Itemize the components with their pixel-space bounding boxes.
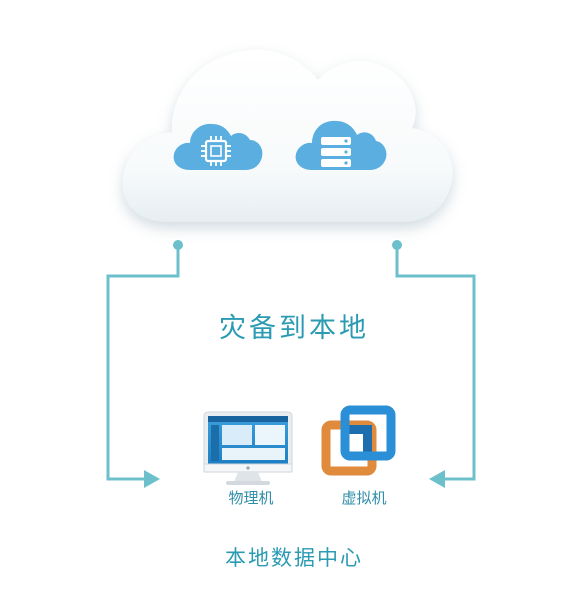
left-arrowhead-icon bbox=[144, 470, 160, 488]
server-stack-icon bbox=[295, 120, 387, 170]
desktop-monitor-icon bbox=[203, 411, 293, 485]
cloud bbox=[122, 49, 453, 222]
cpu-chip-icon bbox=[173, 123, 263, 170]
virtual-machine-label: 虚拟机 bbox=[341, 489, 387, 507]
right-arrowhead-icon bbox=[429, 470, 445, 488]
physical-machine-label: 物理机 bbox=[228, 489, 274, 507]
right-connector bbox=[392, 240, 476, 488]
virtual-machine-icon bbox=[321, 405, 396, 476]
left-connector bbox=[106, 240, 183, 488]
center-title: 灾备到本地 bbox=[219, 313, 369, 344]
datacenter-label: 本地数据中心 bbox=[225, 546, 363, 570]
